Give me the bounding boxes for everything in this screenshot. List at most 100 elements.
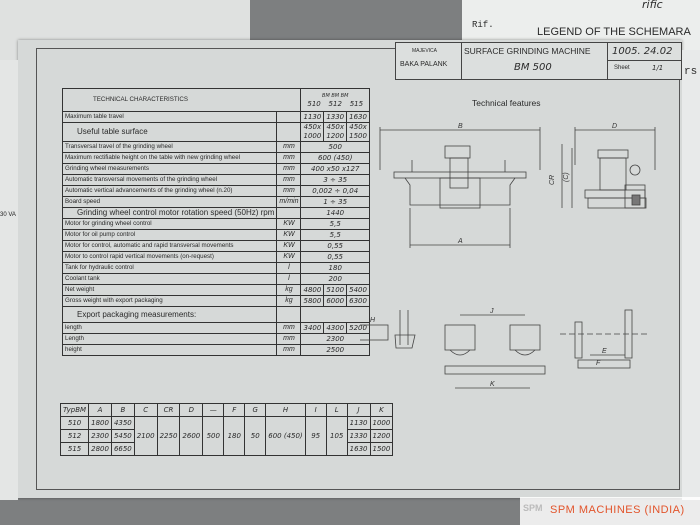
spec-unit: KW: [276, 218, 302, 230]
dims-shared-cell: 50: [244, 416, 267, 456]
watermark-text: SPM MACHINES (INDIA): [550, 504, 685, 516]
spec-header: TECHNICAL CHARACTERISTICS: [61, 88, 302, 112]
dims-shared-cell: 2250: [156, 416, 181, 456]
document-number: 1005. 24.02: [612, 46, 673, 57]
dims-header: F: [223, 403, 246, 417]
dims-shared-cell: 2600: [179, 416, 204, 456]
dim-label-j: J: [489, 308, 494, 315]
dim-label-d: D: [612, 123, 617, 130]
spec-unit: l: [276, 262, 302, 274]
bg-left-text: 30 VA: [0, 212, 16, 218]
spec-unit: mm: [276, 141, 302, 153]
spec-unit: KW: [276, 240, 302, 252]
spec-unit: [276, 111, 302, 123]
dims-header: I: [304, 403, 327, 417]
bg-right-text: rs: [684, 66, 698, 78]
spec-row: Motor for control, automatic and rapid t…: [61, 240, 370, 252]
spec-label: Transversal travel of the grinding wheel: [61, 141, 278, 153]
model-header: BM BM BM: [322, 93, 349, 99]
sheet-frame: [36, 48, 680, 490]
watermark: SPM SPM MACHINES (INDIA): [520, 497, 700, 525]
machine-drawings: B A D CR (C) J K E F H: [360, 123, 656, 389]
technical-features-title: Technical features: [472, 98, 541, 108]
spec-row: Automatic vertical advancements of the g…: [61, 185, 370, 197]
spec-unit: kg: [276, 295, 302, 307]
spec-value: 3400: [300, 322, 325, 334]
spec-label: height: [61, 344, 278, 356]
dims-header: —: [202, 403, 225, 417]
dim-label-f: F: [596, 360, 601, 367]
company-city: BAKA PALANK: [400, 61, 448, 68]
sheet-value: 1/1: [652, 64, 664, 72]
dims-shared-cell: 2100: [133, 416, 158, 456]
spec-value: 1130: [300, 111, 325, 123]
spec-row: Motor to control rapid vertical movement…: [61, 251, 370, 263]
spec-value: 4800: [300, 284, 325, 296]
machine-model: BM 500: [514, 62, 552, 73]
document-title: SURFACE GRINDING MACHINE: [464, 46, 591, 56]
dims-shared-cell: 105: [325, 416, 348, 456]
spec-unit: [276, 122, 302, 142]
spec-value: 2500: [300, 344, 370, 356]
spec-unit: m/min: [276, 196, 302, 208]
spec-unit: mm: [276, 322, 302, 334]
dims-header: L: [325, 403, 348, 417]
dims-shared-cell: 500: [202, 416, 225, 456]
spec-unit: [276, 207, 302, 219]
dims-cell-a: 2800: [88, 442, 112, 456]
spec-label: Length: [61, 333, 278, 345]
spec-label: Motor for oil pump control: [61, 229, 278, 241]
spec-row: Export packaging measurements:: [61, 306, 370, 323]
dims-cell-b: 6650: [110, 442, 135, 456]
title-cell: SURFACE GRINDING MACHINE BM 500: [462, 43, 608, 79]
spec-unit: mm: [276, 344, 302, 356]
spec-value: 1330: [323, 111, 348, 123]
spec-label: length: [61, 322, 278, 334]
spec-unit: [276, 306, 302, 323]
dims-header: A: [88, 403, 112, 417]
detail-drawings: [360, 309, 650, 389]
spec-label: Useful table surface: [61, 122, 278, 142]
spec-value: 450x 1200: [323, 122, 348, 142]
spec-label: Coolant tank: [61, 273, 278, 285]
spec-label: Motor for grinding wheel control: [61, 218, 278, 230]
spec-unit: KW: [276, 251, 302, 263]
company-name: MAJEVICA: [412, 48, 438, 54]
dim-label-a: A: [457, 238, 463, 245]
spec-label: Maximum table travel: [61, 111, 278, 123]
dims-header: B: [110, 403, 135, 417]
title-block: MAJEVICA BAKA PALANK SURFACE GRINDING MA…: [395, 42, 682, 80]
spec-label: Gross weight with export packaging: [61, 295, 278, 307]
spec-value: 450x 1000: [300, 122, 325, 142]
spec-label: Motor to control rapid vertical movement…: [61, 251, 278, 263]
background-paper-left-edge: 30 VA: [0, 60, 18, 500]
background-paper-right-edge: rs: [682, 50, 700, 500]
dims-cell-a: 2300: [88, 429, 112, 443]
model-515: 515: [349, 100, 364, 108]
spec-label: Tank for hydraulic control: [61, 262, 278, 274]
spec-row: Transversal travel of the grinding wheel…: [61, 141, 370, 153]
spec-label: Motor for control, automatic and rapid t…: [61, 240, 278, 252]
dims-cell-j: 1130: [346, 416, 371, 430]
bg-legend-title: LEGEND OF THE SCHEMARA: [537, 26, 691, 38]
dims-header: CR: [156, 403, 181, 417]
bg-ref-label: Rif.: [472, 20, 494, 30]
dim-label-e: E: [602, 348, 607, 355]
dims-cell-k: 1200: [369, 429, 394, 443]
dim-label-b: B: [458, 123, 463, 130]
